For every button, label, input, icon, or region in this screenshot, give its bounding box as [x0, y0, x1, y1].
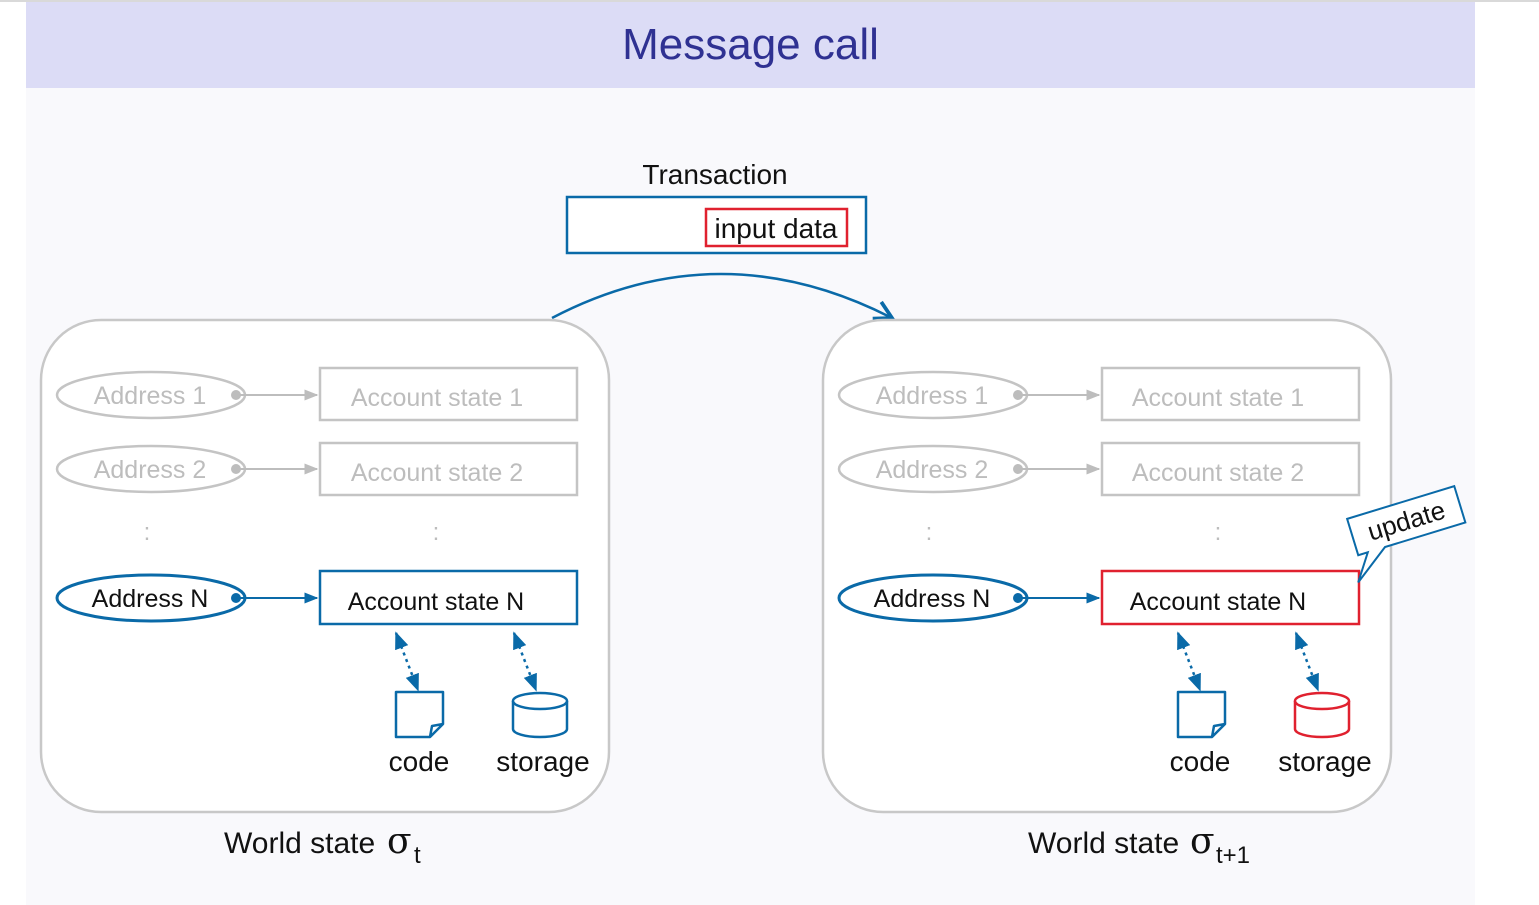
transaction-label: Transaction [642, 159, 787, 190]
account-state-n-label: Account state N [1130, 588, 1306, 616]
code-document-icon [1176, 690, 1227, 739]
account-state-1-label: Account state 1 [1132, 384, 1304, 412]
top-rule [0, 0, 1539, 2]
transition-arrow [551, 272, 892, 318]
address-1-label: Address 1 [94, 382, 207, 410]
account-state-2-label: Account state 2 [1132, 459, 1304, 487]
address-2-label: Address 2 [876, 456, 989, 484]
address-1-label: Address 1 [876, 382, 989, 410]
account-state-1-box [318, 366, 579, 422]
caption-sigma: σ [387, 821, 412, 862]
account-state-1-label: Account state 1 [351, 384, 523, 412]
input-data-label: input data [715, 213, 838, 244]
world-state-before-caption: World state σ t [224, 821, 421, 869]
account-state-2-box [1100, 441, 1361, 497]
caption-subscript: t+1 [1216, 842, 1250, 869]
world-state-after-caption: World state σ t+1 [1028, 821, 1250, 869]
state-ellipsis: : [433, 519, 440, 546]
address-n-label: Address N [874, 585, 991, 613]
address-ellipsis: : [144, 519, 151, 546]
caption-text: World state [1028, 827, 1179, 860]
transaction-group: Transaction input data [565, 159, 868, 255]
address-n-label: Address N [92, 585, 209, 613]
account-state-2-label: Account state 2 [351, 459, 523, 487]
storage-cylinder-icon [1293, 691, 1351, 739]
world-state-after: Address 1 Account state 1 Address 2 Acco… [821, 318, 1467, 869]
caption-text: World state [224, 827, 375, 860]
code-link-arrow [394, 631, 420, 692]
storage-cylinder-icon [511, 691, 569, 739]
code-label: code [389, 746, 450, 777]
storage-link-arrow [1294, 631, 1320, 692]
storage-label: storage [1278, 746, 1371, 777]
code-document-icon [394, 690, 445, 739]
world-state-before: Address 1 Account state 1 Address 2 Acco… [39, 318, 611, 869]
input-data-box [704, 207, 849, 248]
account-state-2-box [318, 441, 579, 497]
code-link-arrow [1176, 631, 1202, 692]
address-2-label: Address 2 [94, 456, 207, 484]
account-state-1-box [1100, 366, 1361, 422]
page-title: Message call [622, 20, 879, 69]
address-ellipsis: : [926, 519, 933, 546]
title-bar [26, 2, 1475, 88]
storage-label: storage [496, 746, 589, 777]
state-ellipsis: : [1215, 519, 1222, 546]
caption-sigma: σ [1190, 821, 1215, 862]
account-state-n-box [1100, 569, 1361, 626]
caption-subscript: t [414, 842, 421, 869]
account-state-n-label: Account state N [348, 588, 524, 616]
code-label: code [1170, 746, 1231, 777]
storage-link-arrow [512, 631, 538, 692]
account-state-n-box [318, 569, 579, 626]
